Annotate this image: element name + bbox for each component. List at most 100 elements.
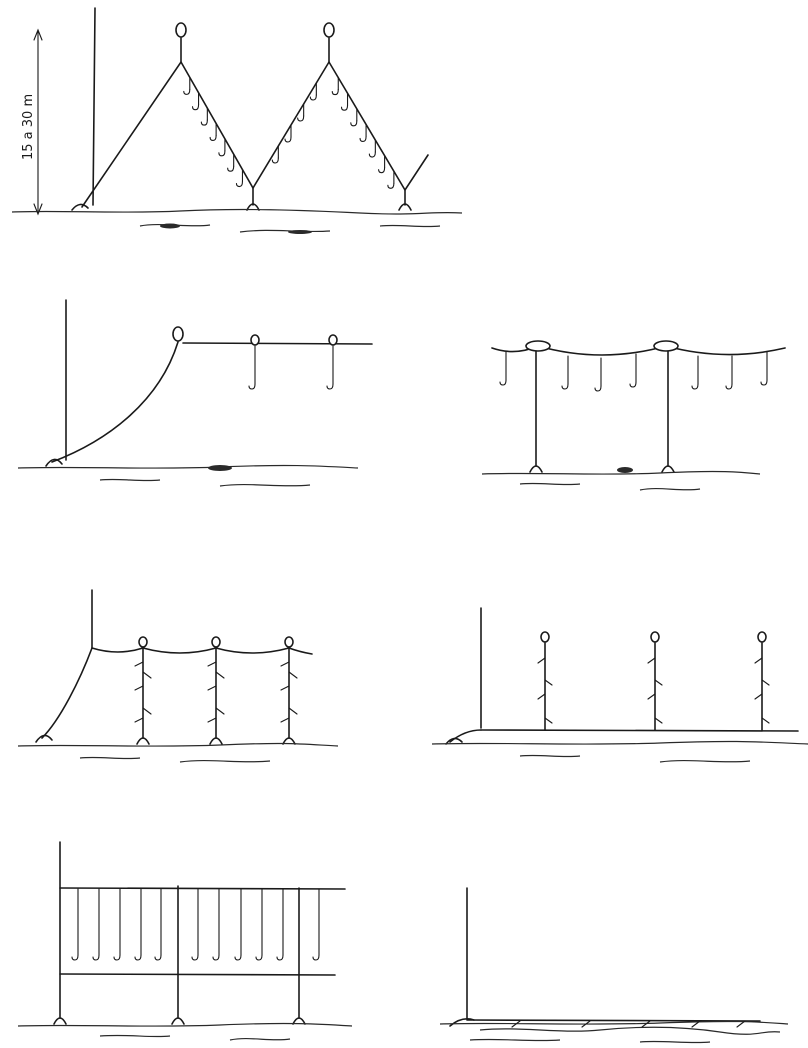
hook <box>183 76 191 95</box>
hooks-group <box>248 334 338 390</box>
seabed <box>481 470 761 475</box>
branch-hook <box>691 1020 701 1028</box>
branch-hook <box>754 693 763 700</box>
hook <box>359 123 367 142</box>
upper-line <box>59 887 346 890</box>
branch-hook <box>654 717 663 724</box>
hook <box>209 122 217 142</box>
branch-hook <box>581 1020 591 1028</box>
branch-hook <box>280 717 290 723</box>
dropper <box>134 636 152 745</box>
panel-zigzag-longline: 15 a 30 m <box>11 7 463 234</box>
hook <box>312 888 320 961</box>
panel-bottom-risers <box>431 607 808 763</box>
panel-double-line <box>17 841 353 1041</box>
hook <box>218 138 226 157</box>
seabed-detail <box>99 1034 291 1041</box>
branch-hook <box>544 717 553 724</box>
branch-hook <box>641 1020 651 1028</box>
panel-branch-droppers <box>17 589 339 763</box>
seabed-rock <box>617 467 633 473</box>
buoy-line <box>92 7 96 206</box>
anchor <box>529 465 543 473</box>
hook <box>234 888 242 961</box>
branch-hook <box>142 671 152 679</box>
branch-hook <box>207 661 217 667</box>
seabed <box>439 1020 789 1025</box>
panel-bottom-set <box>439 887 789 1044</box>
branch-hook <box>511 1020 521 1028</box>
branch-hook <box>537 693 546 700</box>
hook <box>255 888 263 961</box>
branch-hook <box>288 671 298 679</box>
hook <box>227 153 235 172</box>
float <box>757 631 767 643</box>
seabed-detail <box>479 1026 781 1035</box>
hook <box>387 170 395 189</box>
dropper <box>207 636 225 745</box>
branch-hook <box>207 685 217 691</box>
hook <box>368 139 376 158</box>
seabed <box>11 208 463 215</box>
dropper <box>280 636 298 745</box>
riser <box>754 631 770 731</box>
float <box>138 636 148 648</box>
hook <box>134 888 142 961</box>
branch-hook <box>280 685 290 691</box>
anchor <box>53 1017 67 1025</box>
depth-arrow-head-bottom <box>33 203 43 216</box>
seabed-rock <box>288 230 312 234</box>
seabed-detail <box>99 478 311 487</box>
seabed-detail <box>469 1038 711 1044</box>
anchor-rope <box>449 729 482 743</box>
branch-hook <box>215 707 225 715</box>
main-line <box>491 345 786 356</box>
branch-hook <box>736 1020 746 1028</box>
hook <box>271 145 279 164</box>
main-line <box>91 647 313 655</box>
seabed-rock <box>160 223 180 229</box>
hooks-group <box>183 76 395 189</box>
seabed-detail <box>519 754 751 763</box>
hook <box>248 345 256 390</box>
anchor <box>136 737 150 745</box>
seabed <box>17 1022 353 1027</box>
anchor <box>661 465 675 473</box>
float <box>328 334 338 346</box>
anchor <box>246 203 260 211</box>
panel-floating-line <box>17 299 373 487</box>
branch-hook <box>280 661 290 667</box>
hook <box>561 355 569 390</box>
seabed-detail <box>139 224 441 233</box>
branch-hook <box>761 679 770 686</box>
main-line <box>182 342 373 345</box>
hook <box>200 107 208 126</box>
hook <box>340 92 349 111</box>
seabed-detail <box>519 482 701 491</box>
depth-arrow-head-top <box>33 28 43 41</box>
branch-hook <box>134 717 144 723</box>
float <box>250 334 260 346</box>
branch-hook <box>537 657 546 664</box>
anchor <box>45 458 63 467</box>
hook <box>594 357 602 392</box>
seabed-detail <box>79 756 271 763</box>
anchor <box>292 1017 306 1025</box>
anchor <box>35 734 53 743</box>
branch-hook <box>761 717 770 724</box>
branch-hook <box>754 657 763 664</box>
branch-hook <box>142 707 152 715</box>
branch-hook <box>207 717 217 723</box>
main-line <box>81 60 429 208</box>
hook <box>629 353 637 388</box>
hook <box>691 355 699 390</box>
hook <box>192 92 200 111</box>
hooks-group <box>511 1020 746 1028</box>
hook <box>113 888 121 961</box>
droppers-group <box>134 636 298 745</box>
seabed-rock <box>208 465 232 471</box>
hook <box>154 888 162 961</box>
anchor-rope <box>51 341 179 463</box>
float <box>323 22 335 38</box>
